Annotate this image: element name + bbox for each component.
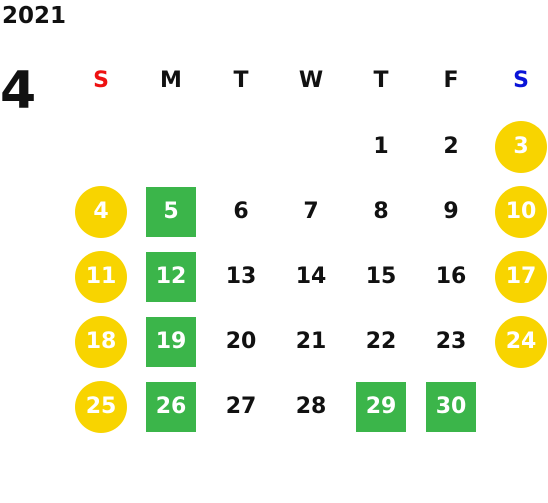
day-cell[interactable]: 25 bbox=[66, 374, 136, 439]
day-number: 13 bbox=[225, 264, 257, 289]
day-cell[interactable]: 24 bbox=[486, 309, 548, 374]
day-number: 2 bbox=[443, 134, 459, 159]
day-cell[interactable]: 15 bbox=[346, 244, 416, 309]
month-label: 4 bbox=[0, 61, 37, 121]
day-cell[interactable]: 22 bbox=[346, 309, 416, 374]
day-number: 17 bbox=[495, 250, 547, 303]
day-cell[interactable]: 28 bbox=[276, 374, 346, 439]
weekday-header: M bbox=[160, 67, 182, 93]
day-cell[interactable]: 29 bbox=[346, 374, 416, 439]
day-cell[interactable]: 16 bbox=[416, 244, 486, 309]
day-number: 30 bbox=[426, 381, 476, 432]
day-number: 18 bbox=[75, 315, 127, 368]
day-cell[interactable]: 13 bbox=[206, 244, 276, 309]
day-cell[interactable]: 19 bbox=[136, 309, 206, 374]
day-number: 16 bbox=[435, 264, 467, 289]
day-number: 11 bbox=[75, 250, 127, 303]
day-cell[interactable]: 17 bbox=[486, 244, 548, 309]
day-cell[interactable]: 12 bbox=[136, 244, 206, 309]
day-cell[interactable]: 6 bbox=[206, 179, 276, 244]
day-cell[interactable]: 7 bbox=[276, 179, 346, 244]
day-cell[interactable]: 30 bbox=[416, 374, 486, 439]
day-number: 3 bbox=[495, 120, 547, 173]
day-cell[interactable]: 20 bbox=[206, 309, 276, 374]
day-cell[interactable]: 23 bbox=[416, 309, 486, 374]
day-cell[interactable]: 27 bbox=[206, 374, 276, 439]
day-number: 8 bbox=[373, 199, 389, 224]
weekday-header: T bbox=[373, 67, 389, 93]
day-number: 21 bbox=[295, 329, 327, 354]
weekday-header: F bbox=[443, 67, 459, 93]
day-cell[interactable]: 1 bbox=[346, 114, 416, 179]
day-number: 26 bbox=[146, 381, 196, 432]
weekday-header: W bbox=[298, 67, 324, 93]
day-number: 23 bbox=[435, 329, 467, 354]
day-number: 6 bbox=[233, 199, 249, 224]
day-number: 4 bbox=[75, 185, 127, 238]
day-number: 29 bbox=[356, 381, 406, 432]
day-number: 15 bbox=[365, 264, 397, 289]
day-number: 14 bbox=[295, 264, 327, 289]
day-cell[interactable]: 18 bbox=[66, 309, 136, 374]
day-number: 12 bbox=[146, 251, 196, 302]
day-cell[interactable]: 5 bbox=[136, 179, 206, 244]
weekday-header: S bbox=[513, 67, 529, 93]
year-label: 2021 bbox=[2, 3, 67, 29]
day-number: 9 bbox=[443, 199, 459, 224]
day-cell[interactable]: 8 bbox=[346, 179, 416, 244]
day-cell[interactable]: 26 bbox=[136, 374, 206, 439]
day-cell[interactable]: 4 bbox=[66, 179, 136, 244]
day-number: 1 bbox=[373, 134, 389, 159]
day-number: 27 bbox=[225, 394, 257, 419]
weekday-header: T bbox=[233, 67, 249, 93]
day-cell[interactable]: 21 bbox=[276, 309, 346, 374]
day-cell[interactable]: 10 bbox=[486, 179, 548, 244]
day-cell[interactable]: 2 bbox=[416, 114, 486, 179]
day-number: 7 bbox=[303, 199, 319, 224]
day-cell[interactable]: 11 bbox=[66, 244, 136, 309]
day-number: 25 bbox=[75, 380, 127, 433]
weekday-header: S bbox=[93, 67, 109, 93]
day-cell[interactable]: 9 bbox=[416, 179, 486, 244]
day-number: 5 bbox=[146, 186, 196, 237]
day-number: 22 bbox=[365, 329, 397, 354]
day-number: 24 bbox=[495, 315, 547, 368]
day-cell[interactable]: 14 bbox=[276, 244, 346, 309]
day-number: 20 bbox=[225, 329, 257, 354]
day-number: 19 bbox=[146, 316, 196, 367]
day-cell[interactable]: 3 bbox=[486, 114, 548, 179]
day-number: 10 bbox=[495, 185, 547, 238]
day-number: 28 bbox=[295, 394, 327, 419]
